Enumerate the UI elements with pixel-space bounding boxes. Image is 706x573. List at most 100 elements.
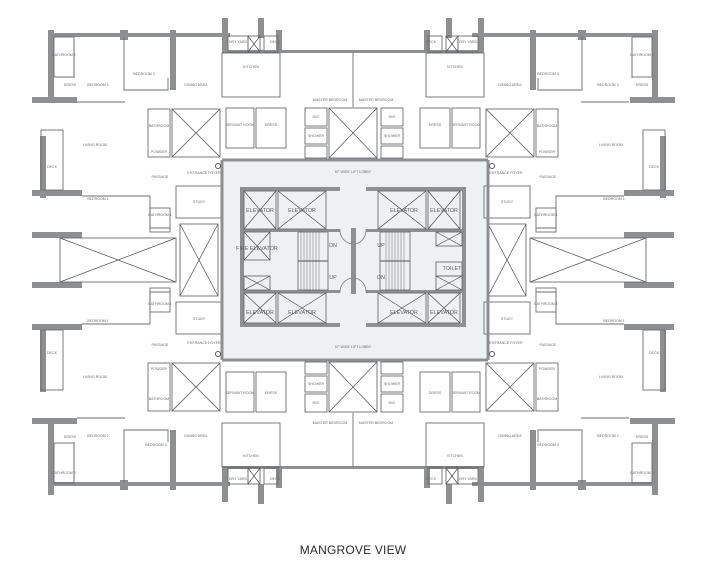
svg-text:BEDROOM 3: BEDROOM 3 [133,72,155,76]
svg-text:W/C: W/C [313,115,320,119]
unit-right-mid: BEDROOM 1 BATHROOM 1 STUDY [501,302,625,323]
svg-text:DINING AREA: DINING AREA [184,83,208,87]
svg-text:MASTER BEDROOM: MASTER BEDROOM [359,98,394,102]
svg-text:BATHROOM 2: BATHROOM 2 [52,53,76,57]
svg-text:DRY YARD: DRY YARD [459,477,478,481]
svg-text:LIVING ROOM: LIVING ROOM [599,375,623,379]
elevator-label: ELEVATOR [288,310,316,316]
svg-text:W/C: W/C [389,115,396,119]
svg-text:KITCHEN: KITCHEN [243,65,259,69]
svg-text:BEDROOM 3: BEDROOM 3 [537,72,559,76]
stair-up-label: UP [329,275,337,281]
svg-text:BEDROOM 1: BEDROOM 1 [87,197,109,201]
unit-bottom-center-left: SERVANT ROOM DRESS SHOWER W/C MASTER BED… [226,382,348,481]
stair-up-label: UP [377,243,385,249]
svg-text:ENTRANCE FOYER: ENTRANCE FOYER [489,171,523,175]
unit-top-left: BATHROOM 2 DRESS BEDROOM 2 BEDROOM 3 DIN… [47,53,221,217]
fire-elevator-label: FIRE ELEVATOR [236,246,278,252]
svg-text:DRESS: DRESS [429,123,442,127]
svg-text:W/C: W/C [389,401,396,405]
svg-text:DECK: DECK [649,351,660,355]
svg-text:MASTER BEDROOM: MASTER BEDROOM [359,421,394,425]
svg-text:DRESS: DRESS [265,123,278,127]
svg-text:ENTRANCE FOYER: ENTRANCE FOYER [187,341,221,345]
svg-text:STUDY: STUDY [501,200,514,204]
svg-text:PASSAGE: PASSAGE [152,343,170,347]
svg-text:PASSAGE: PASSAGE [540,175,558,179]
svg-text:DECK: DECK [426,477,437,481]
svg-text:ENTRANCE FOYER: ENTRANCE FOYER [489,341,523,345]
svg-text:PASSAGE: PASSAGE [152,175,170,179]
svg-text:LIVING ROOM: LIVING ROOM [83,375,107,379]
svg-text:KITCHEN: KITCHEN [243,454,259,458]
lobby-label-bottom: 67' WIDE LIFT LOBBY [335,345,372,349]
svg-text:SERVANT ROOM: SERVANT ROOM [452,391,481,395]
svg-text:STUDY: STUDY [193,200,206,204]
svg-text:BATHROOM 1: BATHROOM 1 [148,302,172,306]
toilet-label: TOILET [443,266,462,272]
elevator-label: ELEVATOR [246,310,274,316]
svg-text:BATHROOM: BATHROOM [149,397,170,401]
stair-down-label: DN [377,275,385,281]
svg-text:DRY YARD: DRY YARD [459,40,478,44]
svg-text:BATHROOM: BATHROOM [537,124,558,128]
unit-bottom-left: ENTRANCE FOYER PASSAGE DECK LIVING ROOM … [47,341,221,475]
core: ELEVATOR ELEVATOR ELEVATOR ELEVATOR ELEV… [236,170,466,349]
elevator-label: ELEVATOR [390,208,418,214]
svg-text:BEDROOM 1: BEDROOM 1 [603,319,625,323]
unit-bottom-right: ENTRANCE FOYER PASSAGE DECK LIVING ROOM … [489,341,659,475]
svg-text:STUDY: STUDY [193,317,206,321]
floor-plan: ELEVATOR ELEVATOR ELEVATOR ELEVATOR ELEV… [32,18,675,504]
svg-text:DECK: DECK [649,165,660,169]
svg-text:BEDROOM 2: BEDROOM 2 [87,83,109,87]
svg-text:BATHROOM 1: BATHROOM 1 [534,302,558,306]
svg-text:POWDER: POWDER [151,150,168,154]
svg-text:DECK: DECK [270,477,281,481]
svg-text:BEDROOM 2: BEDROOM 2 [597,83,619,87]
svg-text:BEDROOM 1: BEDROOM 1 [87,319,109,323]
svg-text:BATHROOM 1: BATHROOM 1 [534,213,558,217]
svg-text:KITCHEN: KITCHEN [447,454,463,458]
svg-text:DINING AREA: DINING AREA [498,83,522,87]
svg-text:DECK: DECK [270,40,281,44]
svg-text:DRESS: DRESS [429,391,442,395]
svg-text:MASTER BEDROOM: MASTER BEDROOM [313,98,348,102]
svg-text:LIVING ROOM: LIVING ROOM [83,143,107,147]
svg-text:LIVING ROOM: LIVING ROOM [599,143,623,147]
plan-caption: MANGROVE VIEW [299,543,407,557]
svg-text:BEDROOM 2: BEDROOM 2 [597,434,619,438]
svg-text:BEDROOM 1: BEDROOM 1 [603,197,625,201]
svg-text:DECK: DECK [47,165,58,169]
svg-text:BATHROOM 2: BATHROOM 2 [52,471,76,475]
svg-text:STUDY: STUDY [501,317,514,321]
svg-text:DRY YARD: DRY YARD [229,40,248,44]
svg-text:W/C: W/C [313,401,320,405]
svg-text:DRESS: DRESS [64,83,77,87]
svg-text:PASSAGE: PASSAGE [540,343,558,347]
elevator-label: ELEVATOR [430,310,458,316]
elevator-label: ELEVATOR [246,208,274,214]
svg-text:POWDER: POWDER [539,367,556,371]
svg-text:SERVANT ROOM: SERVANT ROOM [452,123,481,127]
lobby-label-top: 67' WIDE LIFT LOBBY [335,170,372,174]
svg-text:SERVANT ROOM: SERVANT ROOM [226,123,255,127]
svg-text:POWDER: POWDER [151,367,168,371]
svg-text:BATHROOM 2: BATHROOM 2 [630,471,654,475]
svg-text:DECK: DECK [47,351,58,355]
elevator-label: ELEVATOR [430,208,458,214]
svg-text:MASTER BEDROOM: MASTER BEDROOM [313,421,348,425]
svg-text:SERVANT ROOM: SERVANT ROOM [226,391,255,395]
svg-text:ENTRANCE FOYER: ENTRANCE FOYER [187,171,221,175]
svg-text:SHOWER: SHOWER [384,382,401,386]
svg-text:DRY YARD: DRY YARD [229,477,248,481]
svg-text:DECK: DECK [426,40,437,44]
svg-text:SHOWER: SHOWER [308,134,325,138]
unit-top-center-left: DRY YARD DECK KITCHEN MASTER BEDROOM SER… [226,40,348,138]
elevator-label: ELEVATOR [390,310,418,316]
svg-text:BATHROOM 1: BATHROOM 1 [148,213,172,217]
svg-text:DRESS: DRESS [636,83,649,87]
svg-text:BEDROOM 3: BEDROOM 3 [145,443,167,447]
stair-down-label: DN [329,243,337,249]
svg-text:BEDROOM 2: BEDROOM 2 [87,434,109,438]
svg-text:BATHROOM 2: BATHROOM 2 [630,53,654,57]
